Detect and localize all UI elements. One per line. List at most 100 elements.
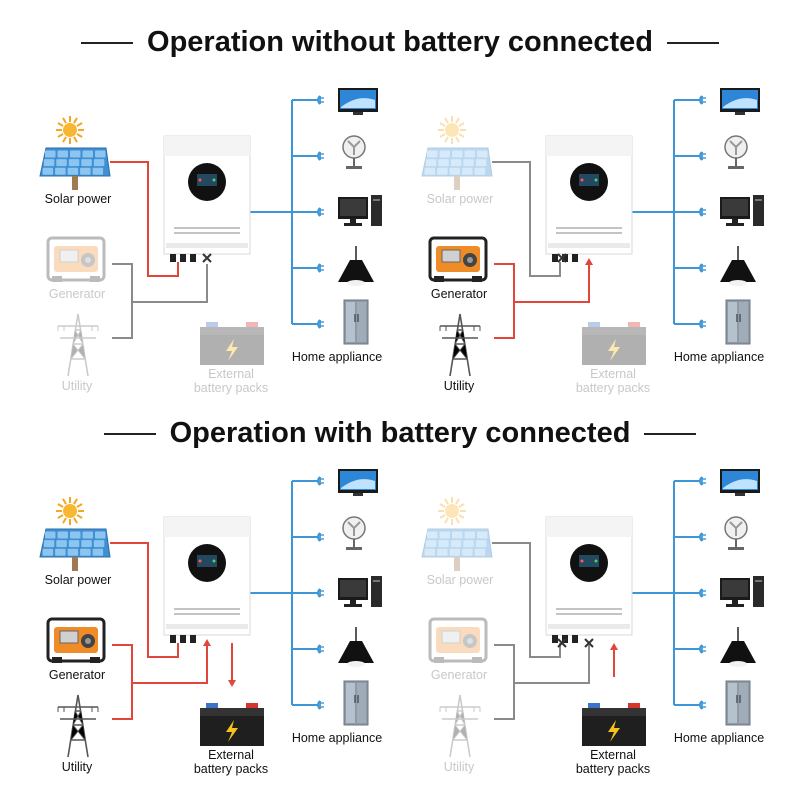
fan-icon (342, 516, 366, 550)
plug-icon (317, 588, 324, 598)
battery-label-line2: battery packs (193, 381, 269, 395)
disconnect-x-icon (557, 253, 567, 263)
utility-tower-icon (57, 694, 99, 758)
plug-icon (317, 207, 324, 217)
connection-line (492, 542, 561, 658)
utility-tower-icon (57, 313, 99, 377)
fan-icon (342, 135, 366, 169)
plug-icon (317, 151, 324, 161)
tv-icon (338, 469, 378, 496)
utility-label: Utility (443, 760, 475, 774)
plug-icon (699, 644, 706, 654)
generator-label: Generator (430, 287, 488, 301)
generator-label: Generator (48, 668, 106, 682)
generator-icon (46, 617, 106, 663)
hybrid-inverter (163, 516, 251, 636)
flow-arrow (585, 258, 593, 265)
plug-icon (317, 263, 324, 273)
fan-icon (724, 516, 748, 550)
utility-tower-icon (439, 694, 481, 758)
title-text: Operation without battery connected (147, 26, 653, 58)
connection-line (132, 645, 208, 684)
battery-icon (200, 703, 264, 746)
utility-label: Utility (443, 379, 475, 393)
lamp-icon (720, 246, 756, 286)
panel-bottom-left (39, 469, 382, 758)
connection-line (494, 644, 515, 720)
title-rule (81, 42, 134, 45)
generator-icon (428, 617, 488, 663)
tv-icon (720, 469, 760, 496)
battery-label-line1: External (208, 748, 254, 762)
flow-arrow (228, 680, 236, 687)
solar-panel-icon (39, 116, 111, 190)
plug-icon (317, 319, 324, 329)
connection-line (494, 263, 515, 339)
home-appliance-label: Home appliance (291, 731, 383, 745)
computer-icon (720, 576, 764, 607)
tv-icon (338, 88, 378, 115)
plug-icon (699, 476, 706, 486)
title-text: Operation with battery connected (169, 417, 631, 449)
connection-line (110, 542, 179, 658)
computer-icon (338, 195, 382, 226)
title-rule (666, 42, 719, 45)
utility-tower-icon (439, 313, 481, 377)
plug-icon (317, 532, 324, 542)
connection-line (112, 263, 133, 339)
connection-line (492, 161, 561, 277)
solar-power-label: Solar power (44, 573, 112, 587)
generator-icon (46, 236, 106, 282)
lamp-icon (720, 627, 756, 667)
plug-icon (699, 588, 706, 598)
battery-icon (200, 322, 264, 365)
generator-icon (428, 236, 488, 282)
plug-icon (317, 476, 324, 486)
home-appliance-label: Home appliance (673, 350, 765, 364)
plug-icon (317, 644, 324, 654)
fridge-icon (343, 299, 369, 345)
battery-icon (582, 703, 646, 746)
battery-label-line2: battery packs (575, 762, 651, 776)
tv-icon (720, 88, 760, 115)
fridge-icon (725, 299, 751, 345)
connection-line (514, 645, 590, 684)
generator-label: Generator (48, 287, 106, 301)
connection-line (112, 644, 133, 720)
plug-icon (699, 532, 706, 542)
panel-top-left (39, 88, 382, 377)
flow-arrow (610, 643, 618, 650)
battery-label-line1: External (208, 367, 254, 381)
disconnect-x-icon (202, 253, 212, 263)
lamp-icon (338, 246, 374, 286)
solar-power-label: Solar power (426, 573, 494, 587)
home-appliance-label: Home appliance (291, 350, 383, 364)
title-with-battery: Operation with battery connected (0, 415, 800, 451)
utility-label: Utility (61, 379, 93, 393)
title-without-battery: Operation without battery connected (0, 24, 800, 60)
home-appliance-label: Home appliance (673, 731, 765, 745)
panel-bottom-right (421, 469, 764, 758)
disconnect-x-icon (584, 638, 594, 648)
connection-line (514, 264, 590, 303)
plug-icon (699, 263, 706, 273)
battery-label-line2: battery packs (193, 762, 269, 776)
utility-label: Utility (61, 760, 93, 774)
hybrid-inverter (545, 135, 633, 255)
solar-power-label: Solar power (44, 192, 112, 206)
plug-icon (317, 700, 324, 710)
flow-arrow (203, 639, 211, 646)
plug-icon (699, 319, 706, 329)
plug-icon (699, 207, 706, 217)
panel-top-right (421, 88, 764, 377)
plug-icon (699, 151, 706, 161)
fan-icon (724, 135, 748, 169)
solar-panel-icon (39, 497, 111, 571)
title-rule (103, 433, 156, 436)
solar-panel-icon (421, 116, 493, 190)
battery-label-line2: battery packs (575, 381, 651, 395)
